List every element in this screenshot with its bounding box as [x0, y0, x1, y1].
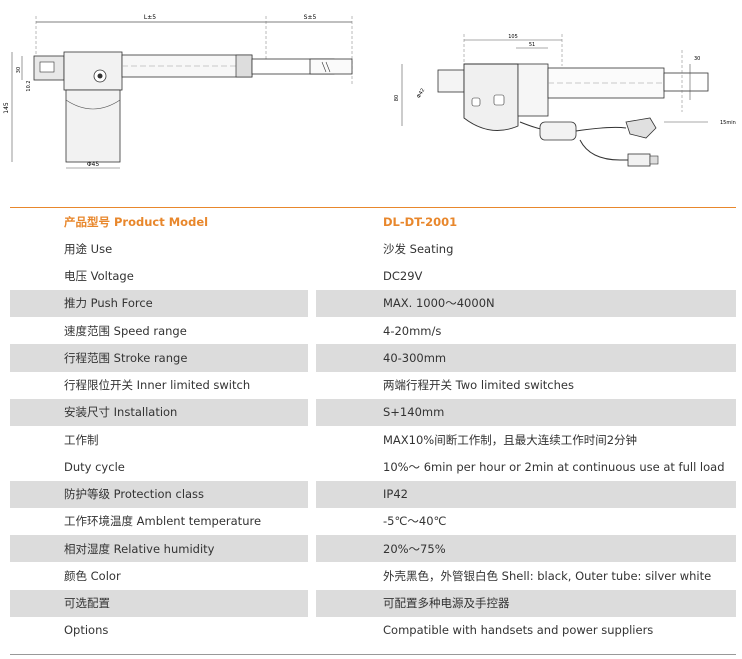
spec-label: 电压 Voltage — [64, 269, 134, 284]
dim-top: 105 — [508, 34, 518, 40]
dim-end: 15min — [720, 120, 736, 126]
spec-value: 两端行程开关 Two limited switches — [383, 378, 574, 393]
spec-value: 40-300mm — [316, 344, 736, 372]
dim-stroke: S±5 — [304, 14, 317, 21]
spec-label: 用途 Use — [64, 241, 113, 256]
spec-label: 安装尺寸 Installation — [10, 398, 308, 426]
spec-row: 速度范围 Speed range 4-20mm/s — [0, 317, 742, 344]
spec-table: 产品型号 Product Model DL-DT-2001 用途 Use 沙发 … — [0, 208, 742, 644]
spec-label: 可选配置 — [10, 589, 308, 617]
dim-angle: Φ42 — [416, 88, 426, 100]
dim-side: 80 — [394, 95, 400, 101]
spec-row: 行程限位开关 Inner limited switch 两端行程开关 Two l… — [0, 372, 742, 399]
spec-row: 工作环境温度 Amblent temperature -5℃～40℃ — [0, 508, 742, 535]
dim-dia: Φ45 — [87, 161, 100, 168]
spec-label: 行程范围 Stroke range — [10, 344, 308, 372]
spec-value: 外壳黑色，外管银白色 Shell: black, Outer tube: sil… — [383, 568, 712, 583]
header-rule — [10, 207, 736, 208]
spec-value: MAX. 1000～4000N — [316, 289, 736, 317]
spec-row: Options Compatible with handsets and pow… — [0, 617, 742, 644]
spec-label: 速度范围 Speed range — [64, 323, 187, 338]
spec-label: 颜色 Color — [64, 568, 121, 583]
spec-row: 推力 Push Force MAX. 1000～4000N — [0, 289, 742, 317]
actuator-drawing-left: L±5 S±5 Φ45 145 30 10.2 — [3, 14, 736, 169]
spec-value: -5℃～40℃ — [383, 514, 447, 529]
spec-row: 防护等级 Protection class IP42 — [0, 480, 742, 508]
spec-row: 安装尺寸 Installation S+140mm — [0, 398, 742, 426]
dim-height: 145 — [3, 102, 10, 114]
spec-header-row: 产品型号 Product Model DL-DT-2001 — [0, 208, 742, 235]
spec-label: 相对湿度 Relative humidity — [10, 535, 308, 563]
spec-value: MAX10%间断工作制，且最大连续工作时间2分钟 — [383, 432, 638, 447]
spec-row: 相对湿度 Relative humidity 20%～75% — [0, 535, 742, 563]
spec-value: 沙发 Seating — [383, 241, 454, 256]
dim-tube: 30 — [694, 56, 700, 62]
spec-row: 电压 Voltage DC29V — [0, 263, 742, 290]
spec-row: 颜色 Color 外壳黑色，外管银白色 Shell: black, Outer … — [0, 562, 742, 589]
spec-label: 行程限位开关 Inner limited switch — [64, 378, 251, 393]
spec-value: IP42 — [316, 480, 736, 508]
spec-value: S+140mm — [316, 398, 736, 426]
spec-row: Duty cycle 10%～ 6min per hour or 2min at… — [0, 453, 742, 480]
dim-top2: 51 — [529, 42, 535, 48]
spec-value: 4-20mm/s — [383, 323, 442, 338]
technical-drawings: L±5 S±5 Φ45 145 30 10.2 — [0, 0, 742, 195]
spec-label: 工作环境温度 Amblent temperature — [64, 514, 262, 529]
dim-small2: 10.2 — [26, 80, 32, 91]
spec-row: 可选配置 可配置多种电源及手控器 — [0, 589, 742, 617]
spec-value: DC29V — [383, 269, 423, 284]
header-value: DL-DT-2001 — [383, 214, 458, 229]
spec-value: Compatible with handsets and power suppl… — [383, 623, 654, 638]
header-label: 产品型号 Product Model — [64, 214, 209, 229]
spec-row: 用途 Use 沙发 Seating — [0, 235, 742, 262]
spec-label: 工作制 — [64, 432, 99, 447]
footer-rule — [10, 654, 736, 655]
spec-value: 20%～75% — [316, 535, 736, 563]
spec-row: 工作制 MAX10%间断工作制，且最大连续工作时间2分钟 — [0, 426, 742, 453]
spec-label: Duty cycle — [64, 459, 125, 474]
spec-label: Options — [64, 623, 109, 638]
spec-label: 推力 Push Force — [10, 289, 308, 317]
spec-label: 防护等级 Protection class — [10, 480, 308, 508]
spec-value: 可配置多种电源及手控器 — [316, 589, 736, 617]
dim-total: L±5 — [144, 14, 156, 21]
spec-row: 行程范围 Stroke range 40-300mm — [0, 344, 742, 372]
dim-small: 30 — [16, 67, 22, 73]
spec-value: 10%～ 6min per hour or 2min at continuous… — [383, 459, 725, 474]
